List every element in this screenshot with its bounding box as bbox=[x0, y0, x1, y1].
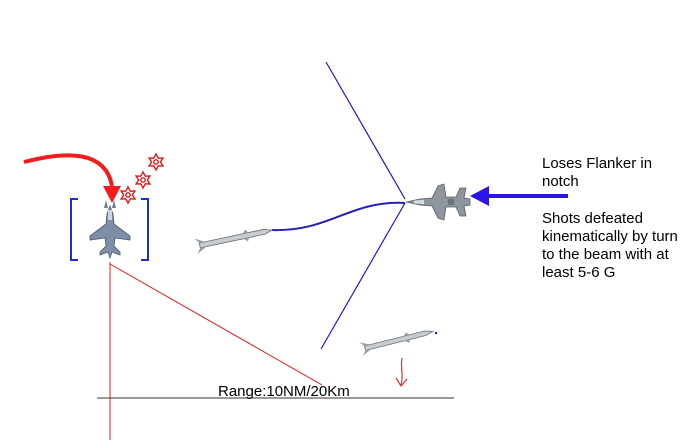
incoming-arrow bbox=[23, 153, 114, 187]
note-loses-flanker: Loses Flanker in notch bbox=[542, 155, 653, 190]
radar-slant-line bbox=[109, 263, 323, 386]
f15-fighter-icon bbox=[405, 183, 471, 221]
lock-brackets bbox=[70, 198, 149, 261]
notch-line-lower bbox=[320, 202, 406, 350]
air-to-air-missile-icon bbox=[194, 228, 274, 255]
incoming-arrow-head bbox=[103, 186, 121, 203]
small-down-arrow bbox=[395, 357, 408, 388]
lock-bracket-right bbox=[141, 198, 149, 261]
missile-tip-mark bbox=[434, 331, 438, 335]
range-label: Range:10NM/20Km bbox=[218, 383, 350, 400]
lock-bracket-left bbox=[70, 198, 78, 261]
pointer-arrow-head bbox=[470, 186, 489, 206]
notch-line-upper bbox=[325, 61, 406, 200]
explosion-burst-icon bbox=[119, 152, 165, 205]
missile-trail bbox=[271, 201, 406, 232]
flanker-fighter-icon bbox=[89, 200, 131, 260]
air-to-air-missile-icon bbox=[359, 330, 435, 356]
note-shots-defeated: Shots defeated kinematically by turn to … bbox=[542, 210, 678, 281]
